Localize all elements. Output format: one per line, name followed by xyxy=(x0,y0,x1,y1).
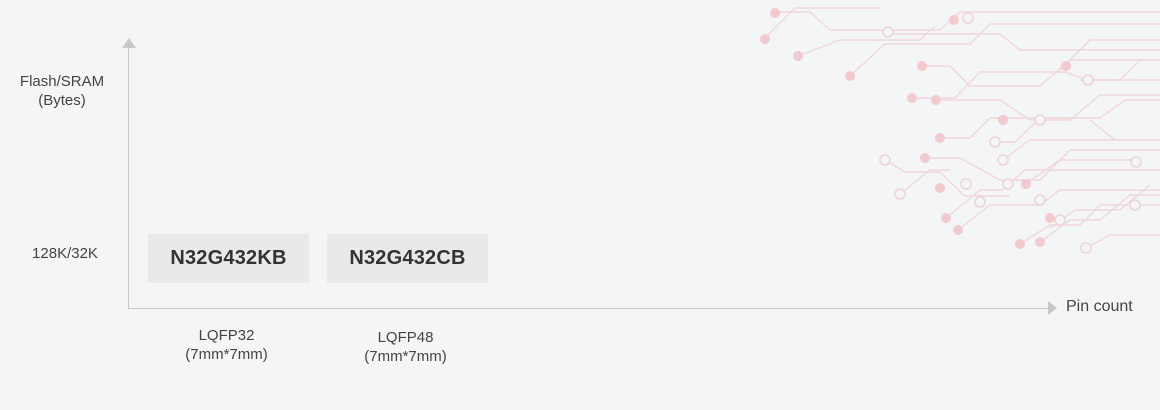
package-name: LQFP32 xyxy=(198,327,255,344)
product-box-n32g432cb[interactable]: N32G432CB xyxy=(327,234,488,283)
y-axis-line xyxy=(128,46,129,309)
circuit-background-decoration xyxy=(760,7,1160,254)
y-axis-title-line1: Flash/SRAM xyxy=(19,73,105,90)
package-size: (7mm*7mm) xyxy=(364,348,447,365)
x-axis-title: Pin count xyxy=(1066,298,1133,315)
y-axis-tick-label: 128K/32K xyxy=(32,245,98,262)
package-label-lqfp32: LQFP32 (7mm*7mm) xyxy=(146,326,307,364)
y-axis-arrow-icon xyxy=(122,38,136,48)
x-axis-line xyxy=(128,308,1050,309)
package-name: LQFP48 xyxy=(377,329,434,346)
product-box-n32g432kb[interactable]: N32G432KB xyxy=(148,234,309,283)
x-axis-arrow-icon xyxy=(1048,301,1057,315)
y-axis-title: Flash/SRAM (Bytes) xyxy=(12,72,112,110)
package-size: (7mm*7mm) xyxy=(185,346,268,363)
y-axis-title-line2: (Bytes) xyxy=(38,92,86,109)
package-label-lqfp48: LQFP48 (7mm*7mm) xyxy=(325,328,486,366)
